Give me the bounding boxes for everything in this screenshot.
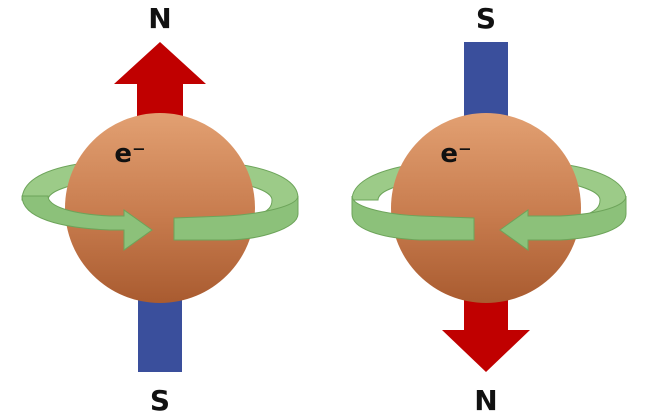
right-electron: S N e⁻	[351, 2, 627, 415]
left-electron-sphere	[65, 113, 255, 303]
left-top-pole-label: N	[148, 2, 171, 35]
left-north-arrow	[114, 42, 206, 130]
right-spin-ring-front-tail	[351, 195, 475, 241]
left-spin-ring-front-tail	[173, 195, 299, 241]
right-north-arrow	[442, 284, 530, 372]
left-bottom-pole-label: S	[150, 384, 170, 415]
right-particle-label: e⁻	[440, 139, 471, 169]
left-spin-ring-front-arrow	[21, 195, 153, 251]
right-bottom-pole-label: N	[474, 384, 497, 415]
right-spin-ring-front-arrow	[499, 195, 627, 251]
right-top-pole-label: S	[476, 2, 496, 35]
right-electron-sphere	[391, 113, 581, 303]
left-particle-label: e⁻	[114, 139, 145, 169]
left-electron: N S e⁻	[21, 2, 299, 415]
